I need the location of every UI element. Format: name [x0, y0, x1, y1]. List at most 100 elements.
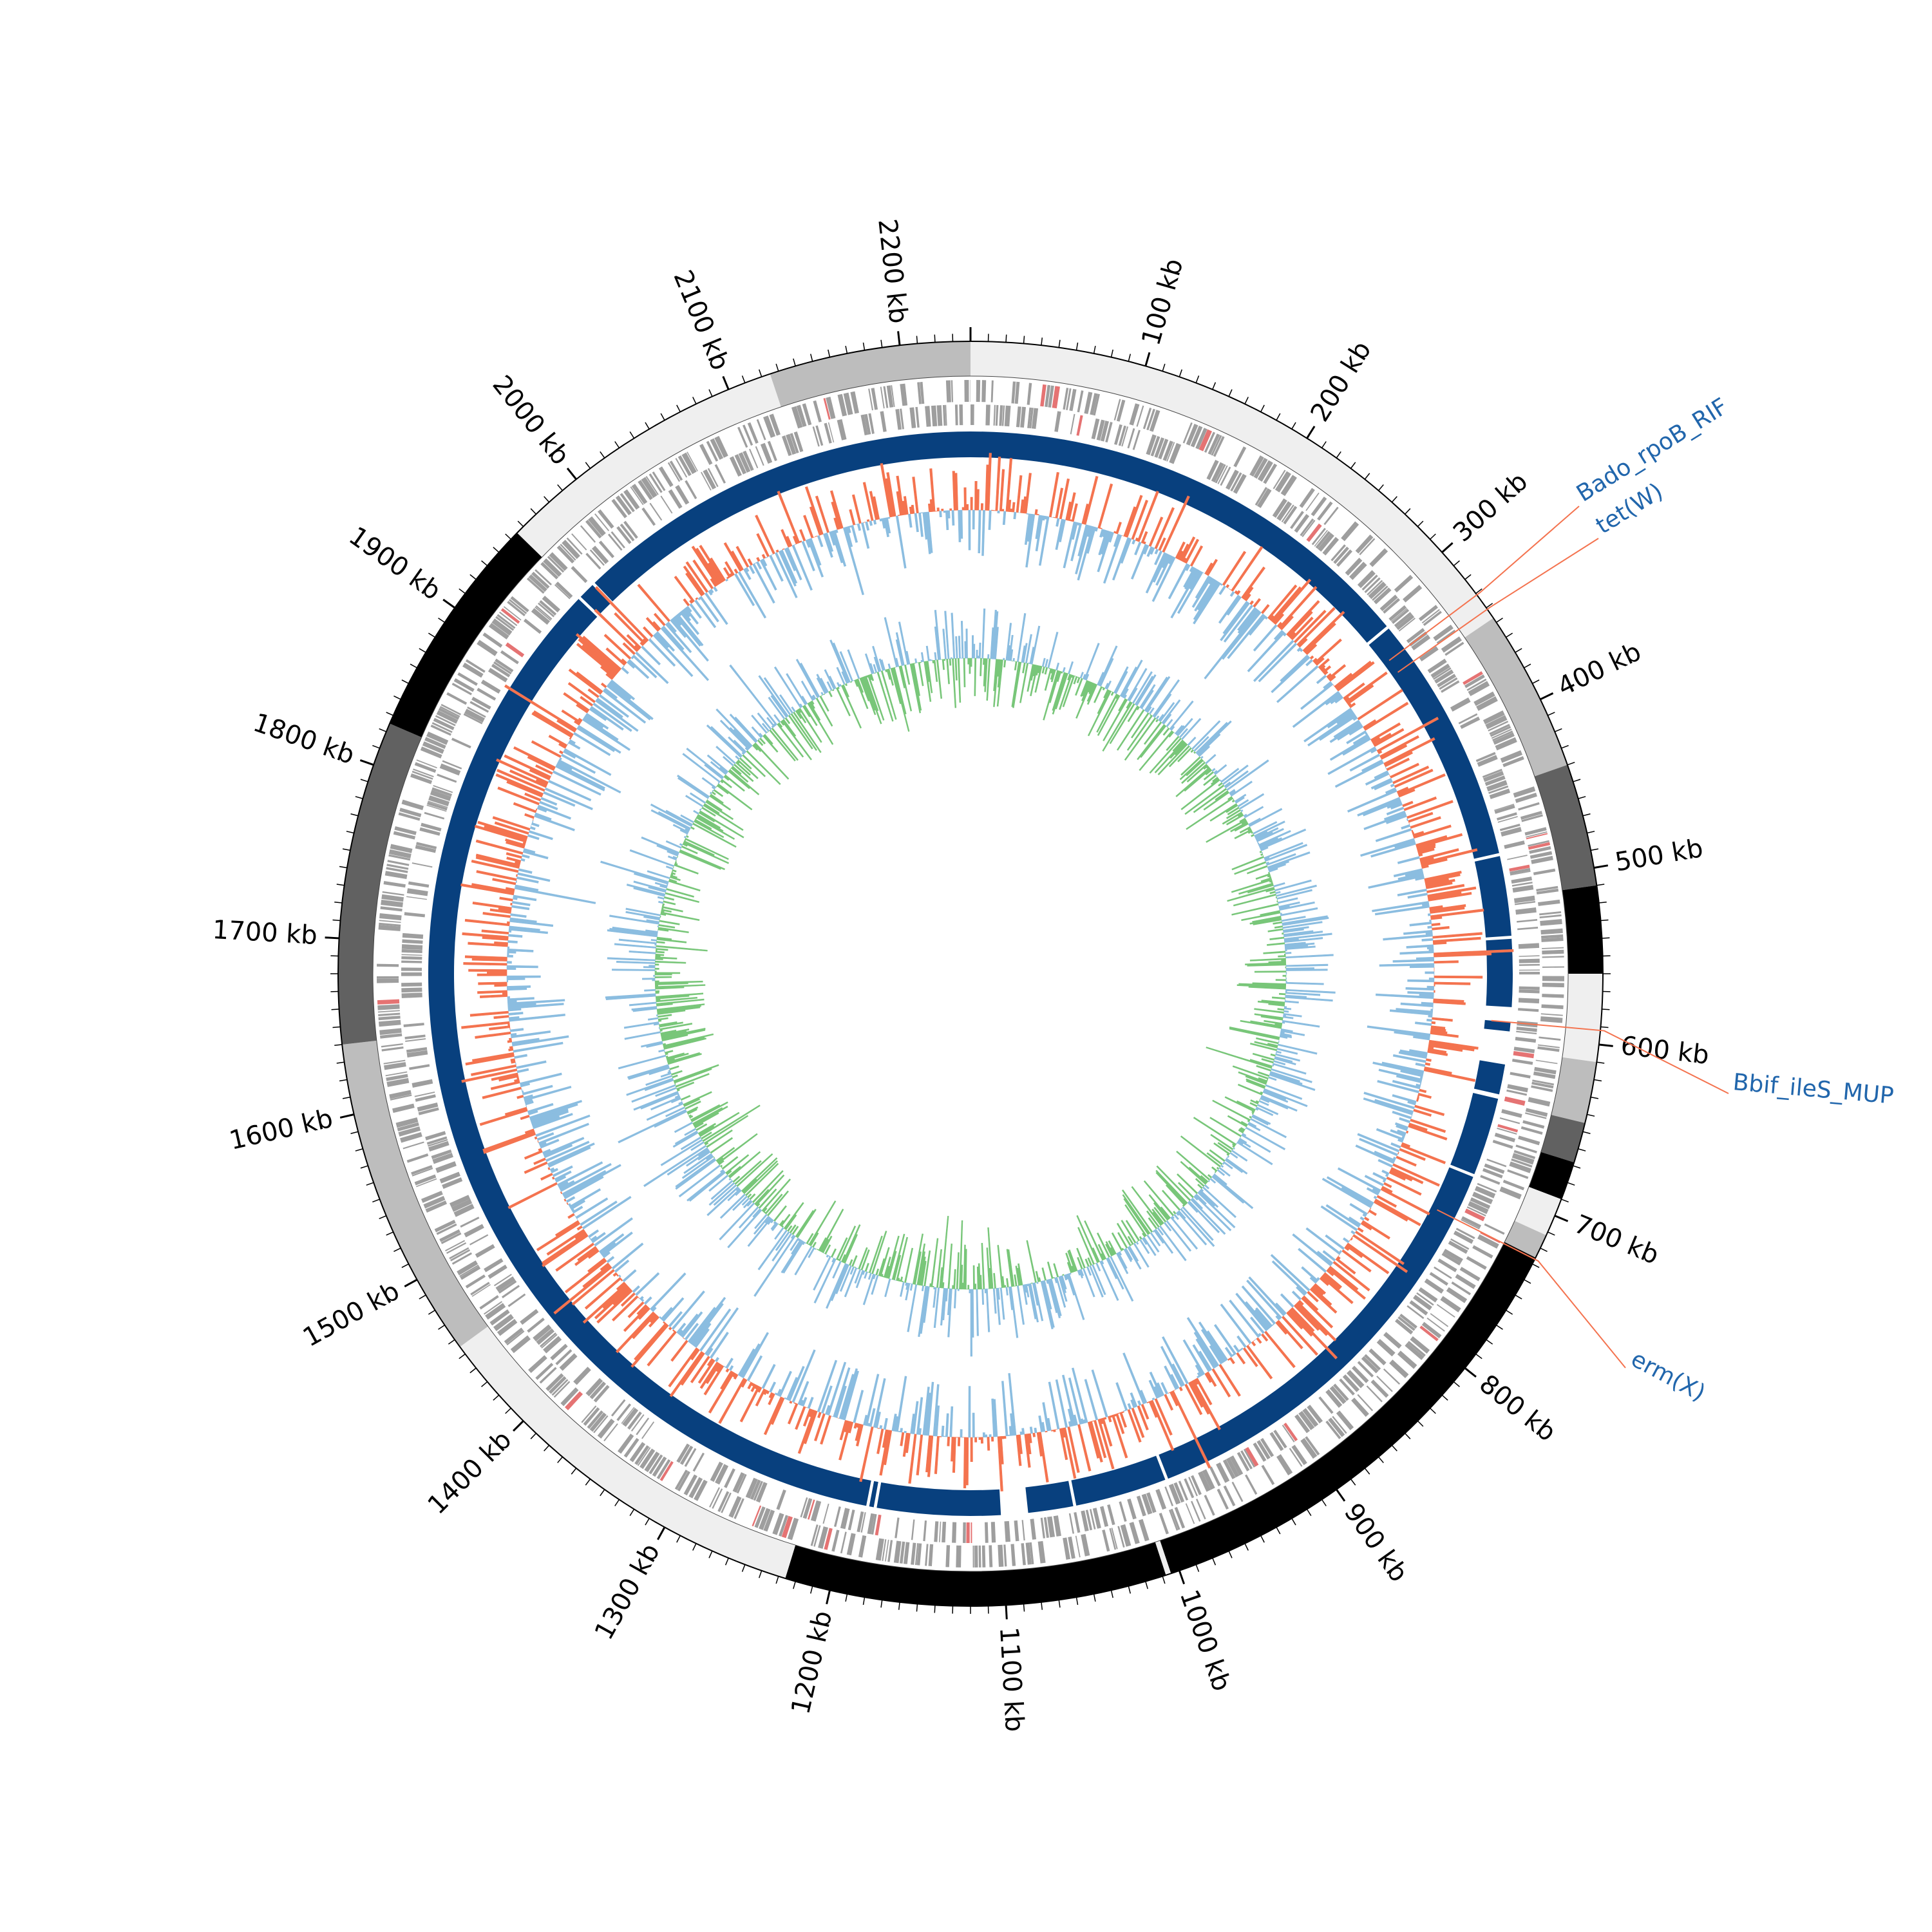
cds-feature: [484, 1258, 504, 1273]
cds-feature: [1269, 1432, 1284, 1452]
cds-feature: [451, 1198, 473, 1212]
cds-feature: [925, 1544, 929, 1566]
cds-feature: [406, 896, 427, 900]
cds-feature: [644, 1451, 660, 1473]
cds-feature: [1383, 1332, 1402, 1349]
cds-feature: [911, 1542, 916, 1565]
minor-tick: [1524, 663, 1531, 668]
cds-feature: [1421, 609, 1440, 624]
cds-feature: [1541, 934, 1564, 939]
contig-segment-17: [390, 533, 542, 737]
cds-feature: [1364, 1354, 1381, 1370]
cds-feature: [681, 452, 697, 475]
cds-feature: [1136, 405, 1144, 427]
cds-feature: [564, 1391, 583, 1410]
cds-feature: [1520, 811, 1542, 820]
minor-tick: [331, 1009, 339, 1010]
cds-feature: [1482, 768, 1502, 778]
cds-feature: [822, 1503, 829, 1524]
cds-feature: [379, 1028, 402, 1036]
contig-segment-12: [1155, 1540, 1171, 1575]
cds-feature: [1486, 1159, 1507, 1168]
cds-feature: [1114, 424, 1122, 445]
cds-feature: [1518, 943, 1540, 949]
minor-tick: [1524, 1279, 1531, 1284]
minor-tick: [1496, 618, 1503, 623]
minor-tick: [1041, 337, 1043, 346]
cds-feature: [1136, 1495, 1146, 1517]
cds-feature: [747, 422, 759, 444]
minor-tick: [1548, 1231, 1555, 1236]
cds-feature: [464, 708, 485, 723]
cds-feature: [1092, 1508, 1101, 1529]
cds-feature: [732, 1472, 745, 1493]
cds-feature: [551, 1379, 569, 1396]
cds-feature: [800, 1497, 808, 1518]
cds-feature: [377, 976, 399, 979]
cds-feature: [1063, 1537, 1070, 1560]
cds-feature: [1472, 1191, 1493, 1205]
cds-feature: [1158, 439, 1169, 460]
minor-tick: [1596, 1061, 1605, 1064]
cds-feature: [1497, 812, 1517, 821]
cds-feature: [467, 706, 486, 718]
cds-feature: [945, 380, 951, 402]
g-gc-negative: [506, 509, 1435, 1438]
cds-feature: [734, 1498, 744, 1519]
cds-feature: [1437, 1258, 1457, 1273]
cds-feature: [942, 404, 946, 426]
cds-feature: [480, 679, 501, 694]
minor-tick: [1506, 1309, 1513, 1315]
cds-feature: [769, 413, 781, 436]
minor-tick: [1515, 1294, 1522, 1300]
cds-feature: [1273, 469, 1286, 489]
cds-feature: [1484, 775, 1506, 786]
cds-feature: [1283, 506, 1298, 525]
cds-feature: [1500, 750, 1522, 763]
cds-feature: [1245, 1474, 1258, 1495]
cds-feature: [649, 502, 663, 521]
minor-tick: [793, 1581, 796, 1589]
cds-feature: [623, 1437, 639, 1458]
cds-feature: [1511, 1153, 1535, 1165]
cds-feature: [981, 1545, 986, 1567]
minor-tick: [401, 1264, 409, 1268]
cds-feature: [1530, 851, 1553, 859]
cds-feature: [679, 1445, 694, 1465]
cds-feature: [772, 1513, 784, 1535]
cds-feature: [416, 842, 437, 849]
cds-feature: [724, 1468, 735, 1488]
cds-feature: [636, 1417, 650, 1435]
minor-tick: [419, 648, 426, 653]
cds-feature: [1441, 680, 1460, 693]
cds-feature: [482, 632, 503, 648]
minor-tick: [629, 1509, 635, 1517]
cds-feature: [1003, 1544, 1007, 1567]
cds-feature: [649, 473, 663, 493]
cds-feature: [559, 1353, 578, 1371]
cds-feature: [1424, 1278, 1444, 1294]
cds-feature: [571, 565, 588, 583]
annotation-label: erm(X): [1627, 1346, 1710, 1406]
cds-feature: [403, 1023, 424, 1027]
cds-feature: [1306, 523, 1322, 542]
cds-feature: [1280, 475, 1297, 497]
cds-feature: [1302, 1408, 1319, 1427]
cds-feature: [400, 1132, 422, 1143]
minor-tick: [401, 679, 409, 684]
tick-label: 1800 kb: [249, 708, 358, 770]
cds-feature: [587, 1410, 603, 1429]
cds-feature: [395, 1117, 419, 1128]
cds-feature: [1257, 460, 1273, 482]
cds-feature: [972, 1545, 974, 1567]
cds-feature: [401, 960, 422, 963]
cds-feature: [649, 1454, 663, 1475]
minor-tick: [1260, 404, 1265, 412]
cds-feature: [1519, 955, 1540, 957]
cds-feature: [1515, 901, 1536, 905]
cds-feature: [1159, 1512, 1169, 1535]
minor-tick: [1291, 422, 1296, 430]
cds-feature: [895, 1517, 900, 1539]
cds-feature: [1519, 963, 1540, 966]
minor-tick: [1441, 1394, 1448, 1401]
